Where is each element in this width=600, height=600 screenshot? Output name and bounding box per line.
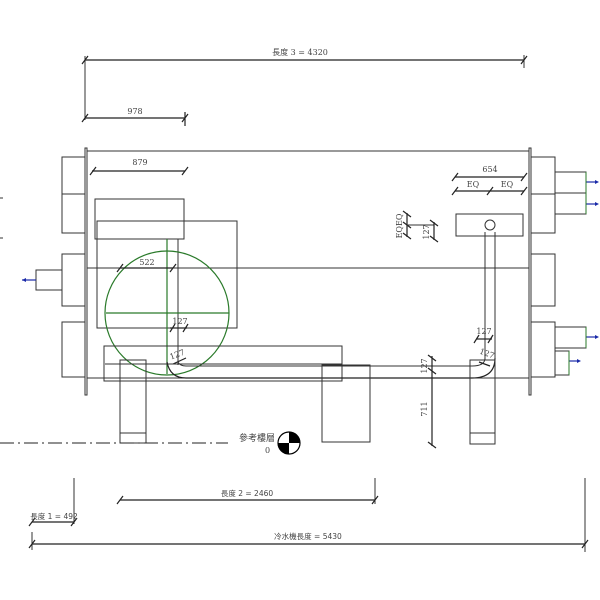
dimension-label: 長度 3 = 4320	[272, 47, 328, 57]
dimension-label: 127	[420, 358, 429, 373]
dimension-label: 127	[476, 327, 491, 336]
dimension-length3[interactable]: 長度 3 = 4320	[81, 47, 528, 120]
level-marker-icon	[277, 431, 301, 455]
level-elevation: 0	[265, 446, 270, 455]
dimension-label: 711	[420, 401, 429, 416]
dimension-label: EQEQ	[395, 213, 404, 238]
dimension-label: EQ	[501, 180, 514, 189]
dimension-711[interactable]: 127 711	[420, 354, 437, 449]
dimension-label: 127	[172, 317, 187, 326]
dimension-label: 879	[132, 158, 147, 167]
dimension-eq-vertical[interactable]: EQEQ 127	[395, 210, 439, 243]
level-name: 參考樓層	[239, 432, 275, 444]
pipe-connection-box[interactable]	[455, 213, 524, 237]
left-water-boxes[interactable]	[22, 156, 86, 378]
dimension-label: 冷水機長度 = 5430	[274, 531, 342, 541]
dimension-522[interactable]: 522	[116, 258, 177, 273]
support-legs[interactable]	[119, 359, 496, 445]
dimension-label: 978	[127, 107, 142, 116]
base-frame[interactable]	[103, 345, 343, 382]
dimension-label: 長度 1 = 492	[30, 511, 78, 521]
right-water-boxes[interactable]	[530, 156, 599, 378]
control-panel[interactable]	[94, 198, 185, 240]
dimension-label: EQ	[467, 180, 480, 189]
dimension-label: 654	[482, 165, 497, 174]
evaporator-circle[interactable]	[104, 239, 230, 376]
reference-level[interactable]: 參考樓層 0	[0, 431, 301, 455]
dimension-length2[interactable]: 長度 2 = 2460	[116, 488, 379, 505]
chiller-body[interactable]	[84, 147, 532, 396]
dimension-length1[interactable]: 長度 1 = 492	[28, 511, 78, 527]
discharge-pipe[interactable]	[166, 219, 496, 379]
dimension-label: 長度 2 = 2460	[221, 488, 274, 498]
dimension-879[interactable]: 879	[89, 158, 189, 176]
dimension-label: 127	[478, 347, 495, 361]
dimension-chiller-length[interactable]: 冷水機長度 = 5430	[28, 531, 589, 550]
dimension-label: 127	[422, 224, 431, 239]
dimension-654[interactable]: 654 EQ EQ	[451, 165, 528, 196]
dimension-label: 522	[139, 258, 154, 267]
dimension-978[interactable]: 978	[81, 107, 189, 126]
flow-arrow-icon	[568, 172, 599, 375]
